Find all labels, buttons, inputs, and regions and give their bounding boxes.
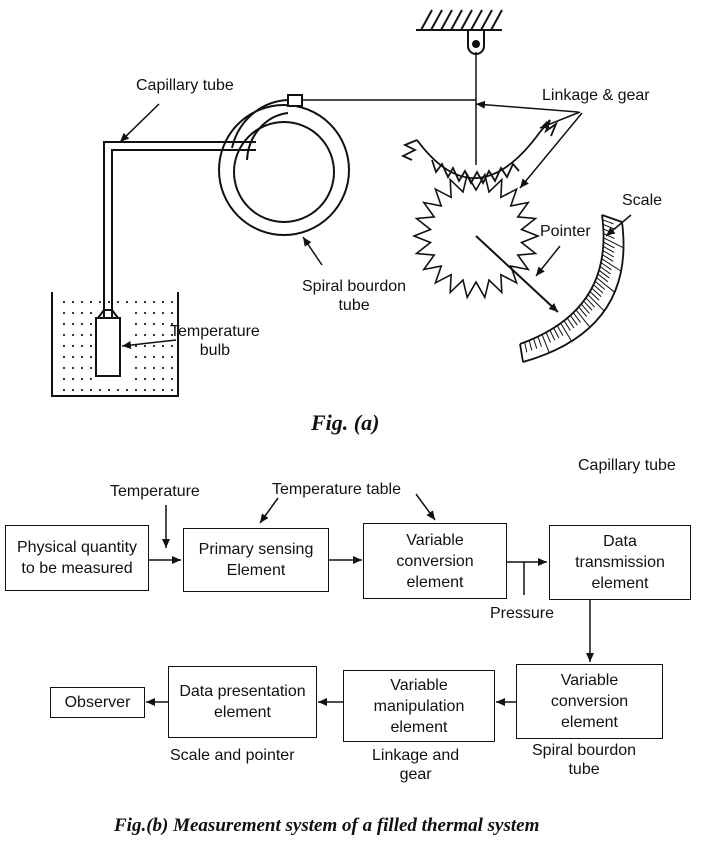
label-scale: Scale	[622, 192, 663, 209]
pointer-needle	[475, 235, 559, 313]
annot-pressure: Pressure	[490, 605, 555, 622]
label-spiral-bourdon-tube: Spiral bourdon tube	[302, 278, 407, 314]
fig-a-leaders	[119, 100, 632, 349]
label-temperature-bulb: Temperature bulb	[170, 323, 260, 359]
ceiling-support	[416, 9, 503, 55]
annot-spiral-bourdon-tube: Spiral bourdon tube	[532, 742, 637, 778]
annot-linkage-and-gear: Linkage and gear	[372, 747, 460, 783]
box-data-presentation-element: Data presentation element	[168, 666, 317, 738]
annot-capillary-tube: Capillary tube	[578, 457, 676, 474]
caption-fig-b: Fig.(b) Measurement system of a filled t…	[114, 815, 540, 836]
box-data-transmission-element: Data transmission element	[549, 525, 691, 600]
annot-temperature-table: Temperature table	[272, 481, 401, 498]
annot-temperature: Temperature	[110, 483, 200, 500]
capillary-tube	[103, 141, 256, 318]
gear-sector	[400, 119, 559, 185]
box-primary-sensing-element: Primary sensing Element	[183, 528, 329, 592]
box-physical-quantity: Physical quantity to be measured	[5, 525, 149, 591]
spiral-bourdon-tube	[218, 94, 350, 236]
temperature-bath	[51, 292, 179, 397]
pinion-gear	[411, 172, 541, 300]
box-observer: Observer	[50, 687, 145, 718]
box-variable-conversion-element-2: Variable conversion element	[516, 664, 663, 739]
label-pointer: Pointer	[540, 223, 591, 240]
box-variable-conversion-element-1: Variable conversion element	[363, 523, 507, 599]
fig-b-arrows	[146, 493, 594, 706]
label-capillary-tube: Capillary tube	[136, 77, 234, 94]
box-variable-manipulation-element: Variable manipulation element	[343, 670, 495, 742]
label-linkage-gear: Linkage & gear	[542, 87, 650, 104]
liquid-dots	[62, 300, 174, 392]
annot-scale-and-pointer: Scale and pointer	[170, 747, 295, 764]
caption-fig-a: Fig. (a)	[311, 410, 380, 435]
